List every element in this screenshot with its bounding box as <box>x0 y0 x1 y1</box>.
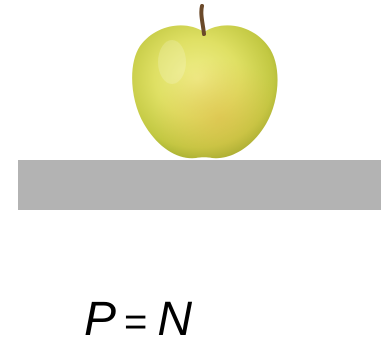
shelf-surface <box>18 160 381 210</box>
apple-image <box>132 4 278 159</box>
formula: P = N <box>84 296 192 356</box>
formula-right: N <box>157 293 193 346</box>
apple-stem <box>199 4 206 36</box>
formula-operator: = <box>124 300 148 344</box>
formula-left: P <box>84 293 117 346</box>
diagram: P = N <box>18 4 381 344</box>
